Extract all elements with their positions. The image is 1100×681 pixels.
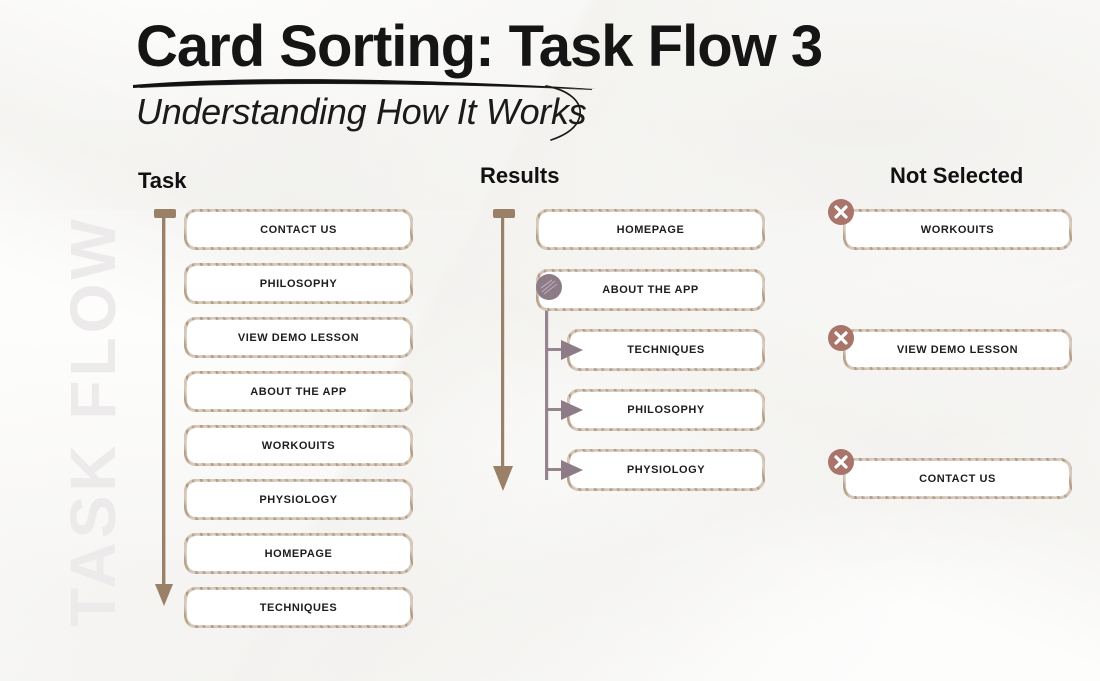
results-card[interactable]: ABOUT THE APP	[536, 269, 765, 311]
card-label: PHYSIOLOGY	[626, 464, 706, 476]
page-subtitle: Understanding How It Works	[136, 91, 587, 132]
card-label: ABOUT THE APP	[250, 385, 347, 398]
card-label: CONTACT US	[260, 223, 337, 236]
results-card[interactable]: TECHNIQUES	[567, 329, 765, 371]
results-column-down-arrow-icon	[493, 209, 515, 491]
card-label: TECHNIQUES	[259, 601, 338, 614]
task-card[interactable]: TECHNIQUES	[184, 587, 413, 628]
task-card[interactable]: HOMEPAGE	[184, 533, 413, 574]
results-card[interactable]: PHILOSOPHY	[567, 389, 765, 431]
card-label: WORKOUITS	[920, 223, 995, 236]
task-card[interactable]: PHILOSOPHY	[184, 263, 413, 304]
card-label: ABOUT THE APP	[602, 284, 699, 296]
close-circle-icon[interactable]	[828, 325, 854, 351]
column-title-task: Task	[138, 168, 187, 193]
card-label: PHILOSOPHY	[627, 404, 705, 416]
results-card[interactable]: HOMEPAGE	[536, 209, 765, 250]
card-label: WORKOUITS	[261, 439, 336, 452]
task-card[interactable]: VIEW DEMO LESSON	[184, 317, 413, 358]
not-selected-card[interactable]: VIEW DEMO LESSON	[843, 329, 1072, 370]
branch-node-icon	[536, 274, 562, 300]
task-flow-watermark: TASK FLOW	[57, 215, 129, 627]
card-label: PHILOSOPHY	[259, 277, 338, 290]
card-label: HOMEPAGE	[616, 223, 685, 236]
not-selected-card[interactable]: WORKOUITS	[843, 209, 1072, 250]
task-card[interactable]: WORKOUITS	[184, 425, 413, 466]
background-band-bottom	[0, 560, 1100, 681]
card-label: PHYSIOLOGY	[259, 493, 338, 506]
close-circle-icon[interactable]	[828, 449, 854, 475]
not-selected-card[interactable]: CONTACT US	[843, 458, 1072, 499]
subtitle-swoosh-stroke	[545, 85, 581, 141]
title-underline-stroke	[133, 79, 596, 91]
card-label: VIEW DEMO LESSON	[896, 343, 1019, 356]
task-card[interactable]: CONTACT US	[184, 209, 413, 250]
column-title-not-selected: Not Selected	[890, 163, 1024, 188]
card-label: TECHNIQUES	[627, 344, 705, 356]
task-card[interactable]: PHYSIOLOGY	[184, 479, 413, 520]
task-card[interactable]: ABOUT THE APP	[184, 371, 413, 412]
card-label: CONTACT US	[919, 472, 996, 485]
card-label: VIEW DEMO LESSON	[237, 331, 360, 344]
card-label: HOMEPAGE	[264, 547, 333, 560]
header: Card Sorting: Task Flow 3 Understanding …	[0, 0, 1100, 150]
results-card[interactable]: PHYSIOLOGY	[567, 449, 765, 491]
page-title: Card Sorting: Task Flow 3	[136, 14, 823, 79]
column-title-results: Results	[480, 163, 560, 188]
close-circle-icon[interactable]	[828, 199, 854, 225]
task-column-down-arrow-icon	[154, 209, 176, 606]
